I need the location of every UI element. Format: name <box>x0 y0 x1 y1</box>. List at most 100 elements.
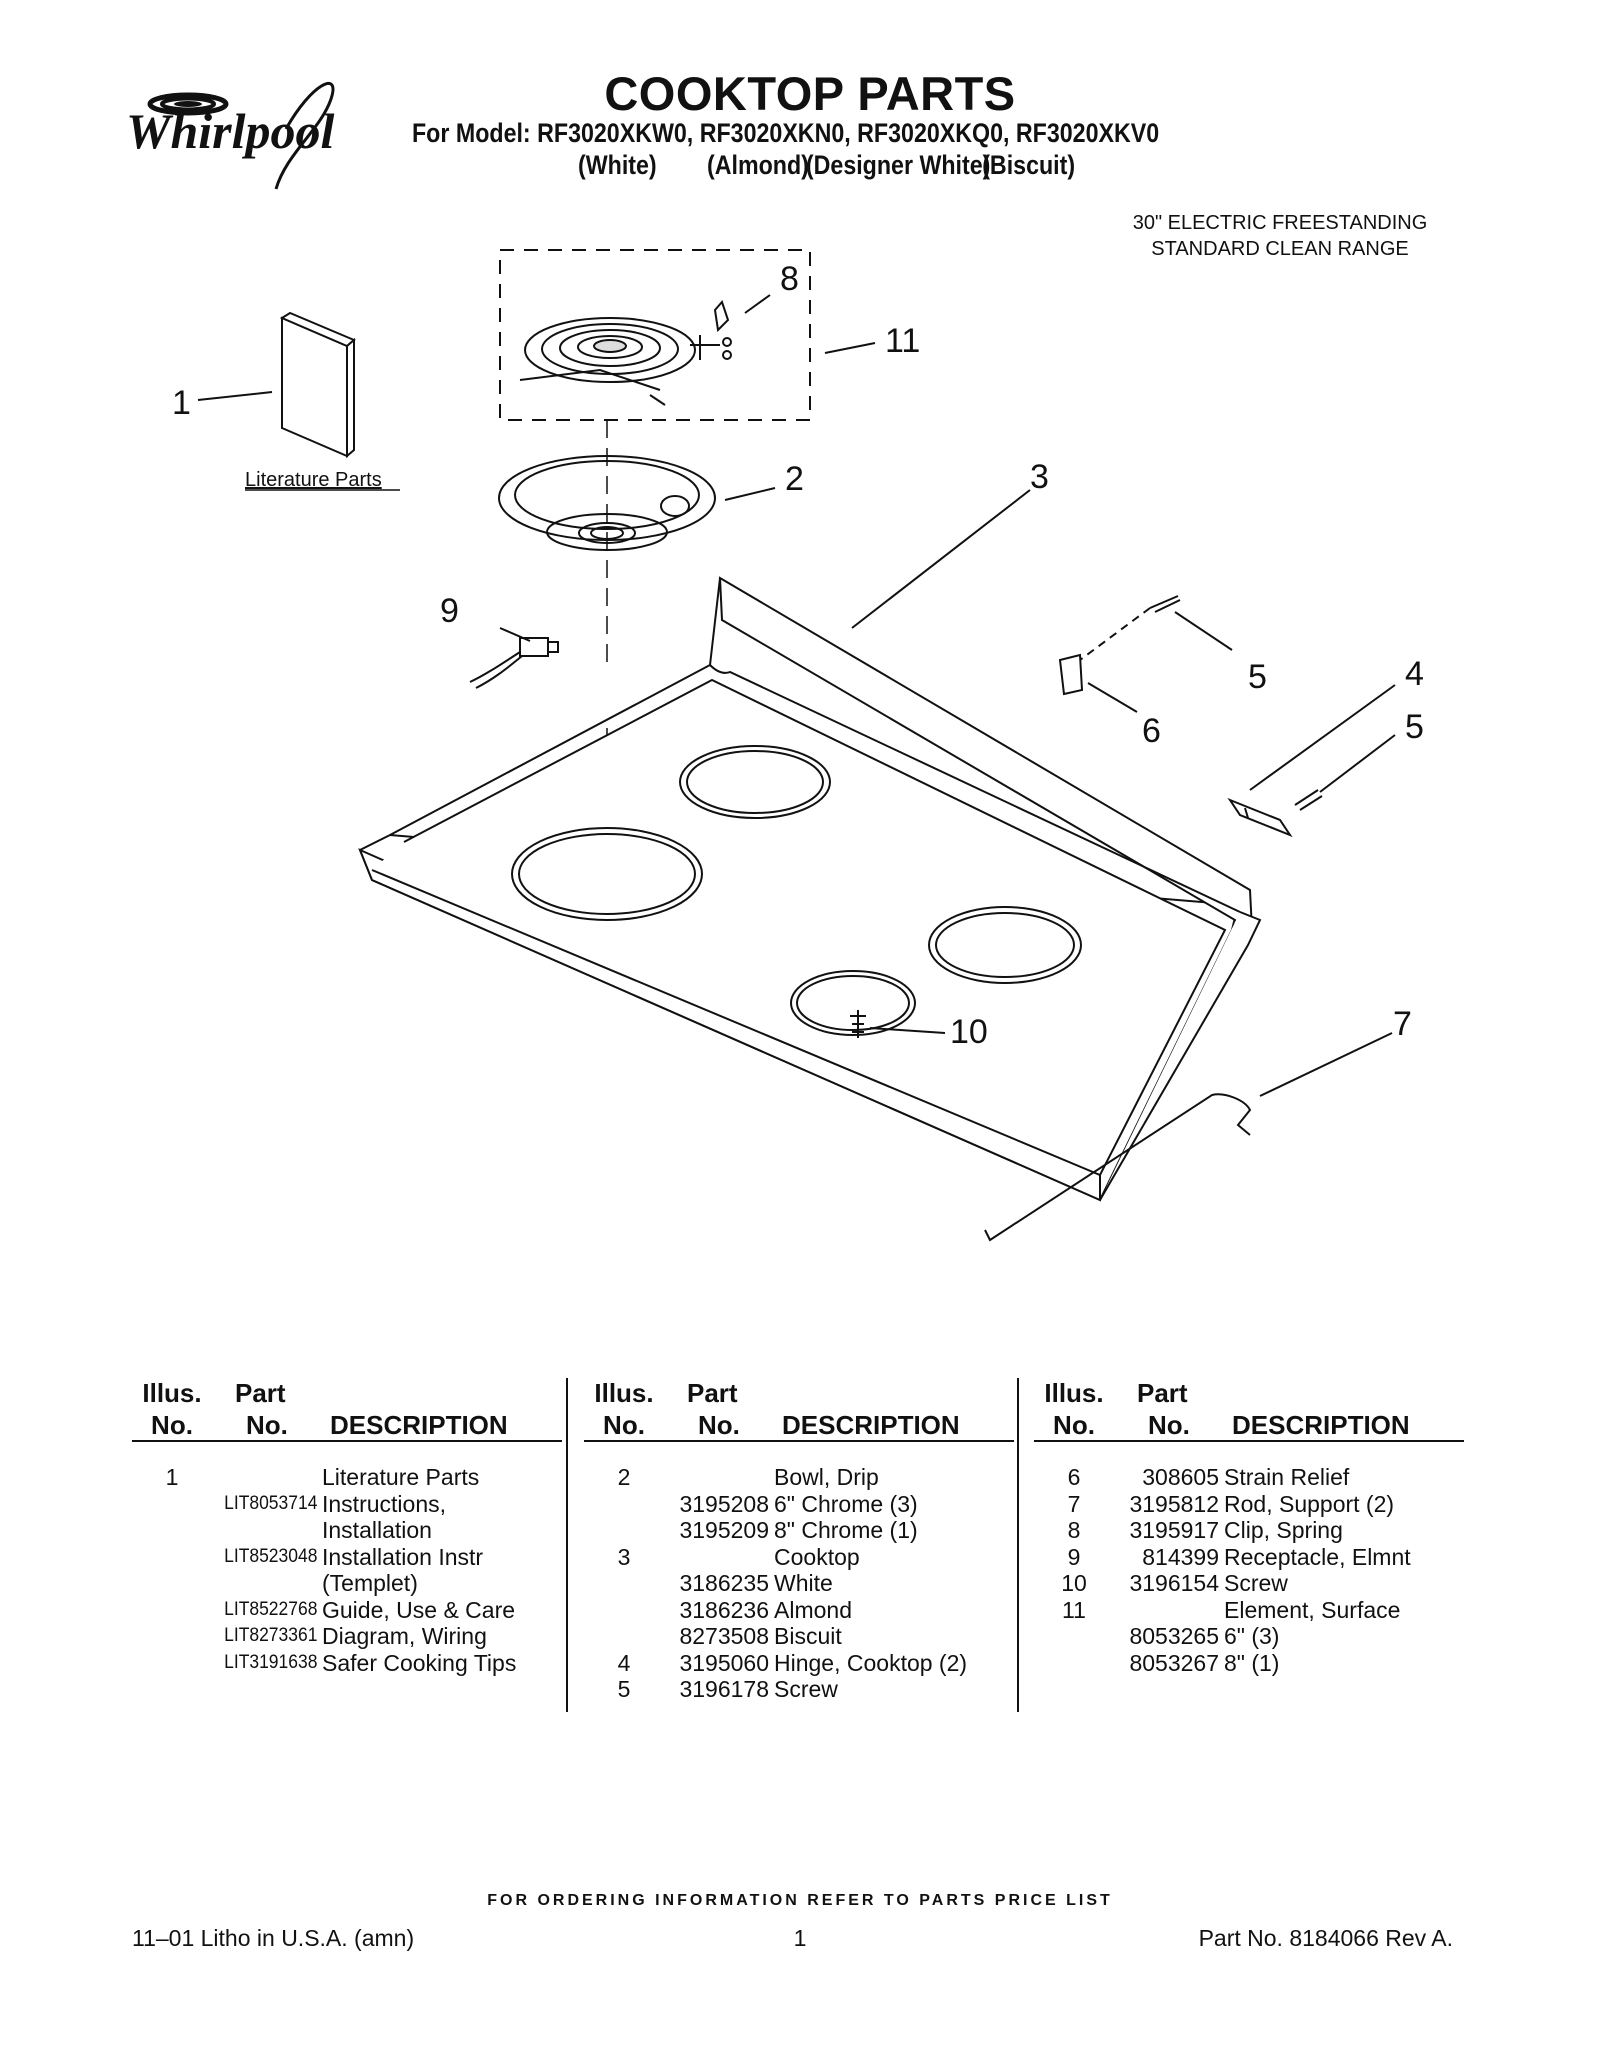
illus-number: 3 <box>617 1543 631 1570</box>
document-part-number: Part No. 8184066 Rev A. <box>1198 1925 1453 1951</box>
illus-number: 4 <box>617 1649 631 1676</box>
callout-1: 1 <box>172 384 191 422</box>
burner-openings <box>511 745 1082 1036</box>
support-rod <box>984 1093 1252 1242</box>
table-row: (Templet) <box>132 1570 562 1597</box>
illus-number: 2 <box>617 1464 631 1490</box>
illus-number: 6 <box>1067 1464 1081 1490</box>
receptacle-element <box>469 637 559 689</box>
page-title: COOKTOP PARTS <box>604 67 1016 120</box>
callout-8: 8 <box>780 260 799 298</box>
callout-3: 3 <box>1030 458 1049 496</box>
parts-table-col2: Illus. No. Part No. DESCRIPTION 2 Bowl, D… <box>584 1378 1014 1703</box>
table-header: Illus. No. Part No. DESCRIPTION <box>1034 1378 1464 1442</box>
surface-element <box>519 317 732 406</box>
logo-wordmark: Whirlpool <box>126 103 335 159</box>
table-row: Installation <box>132 1517 562 1544</box>
callout-7: 7 <box>1393 1005 1412 1043</box>
cooktop-screw <box>850 1010 866 1038</box>
part-description: Hinge, Cooktop (2) <box>774 1649 968 1676</box>
part-description: Biscuit <box>774 1623 842 1649</box>
page-number: 1 <box>793 1925 807 1951</box>
part-number: 8053267 <box>1129 1649 1219 1676</box>
table-divider <box>1017 1378 1019 1712</box>
table-header: Illus. No. Part No. DESCRIPTION <box>132 1378 562 1442</box>
part-description: Guide, Use & Care <box>322 1596 516 1623</box>
part-description: (Templet) <box>322 1570 418 1596</box>
surface-element-box <box>499 249 811 421</box>
part-number: 3195812 <box>1129 1490 1219 1517</box>
color-designer-white: (Designer White) <box>805 150 991 180</box>
color-almond: (Almond) <box>707 150 809 180</box>
part-description: 8" (1) <box>1224 1649 1280 1676</box>
spring-clip <box>713 300 730 333</box>
callout-5-upper: 5 <box>1248 658 1267 696</box>
part-description: Instructions, <box>322 1490 446 1517</box>
part-description: 6" Chrome (3) <box>774 1490 918 1517</box>
illus-number: 10 <box>1061 1570 1087 1596</box>
part-number: LIT8053714 <box>223 1492 317 1514</box>
part-description: 8" Chrome (1) <box>774 1517 918 1543</box>
part-number: LIT8523048 <box>223 1545 317 1567</box>
range-type-line2: STANDARD CLEAN RANGE <box>1151 238 1409 260</box>
part-number: 8053265 <box>1129 1623 1219 1649</box>
illus-number: 1 <box>165 1464 179 1490</box>
cooktop-hinge <box>1227 797 1293 838</box>
callout-6: 6 <box>1142 712 1161 750</box>
part-number: 308605 <box>1142 1464 1219 1490</box>
part-number: 3186235 <box>679 1570 769 1596</box>
part-description: Diagram, Wiring <box>322 1623 487 1649</box>
part-description: Clip, Spring <box>1224 1517 1343 1543</box>
illus-number: 11 <box>1062 1596 1086 1623</box>
litho-info: 11–01 Litho in U.S.A. (amn) <box>132 1925 415 1951</box>
part-description: White <box>774 1570 833 1596</box>
part-description: 6" (3) <box>1224 1623 1280 1649</box>
callout-11: 11 <box>885 322 920 360</box>
screw-lower <box>1294 789 1323 811</box>
range-type-line1: 30" ELECTRIC FREESTANDING <box>1132 212 1428 234</box>
illus-number: 9 <box>1067 1543 1081 1570</box>
exploded-parts-diagram: 1 2 3 4 5 5 6 7 8 9 10 11 Literature Par… <box>172 249 1424 1242</box>
part-number: 3196154 <box>1129 1570 1219 1596</box>
part-description: Strain Relief <box>1224 1464 1350 1490</box>
cooktop <box>358 576 1262 1202</box>
part-number: LIT3191638 <box>223 1651 317 1673</box>
strain-relief <box>1058 653 1084 696</box>
part-number: LIT8273361 <box>223 1625 317 1646</box>
part-number: 814399 <box>1142 1543 1219 1570</box>
callout-5-lower: 5 <box>1405 708 1424 746</box>
ordering-note: FOR ORDERING INFORMATION REFER TO PARTS … <box>487 1892 1113 1909</box>
part-description: Bowl, Drip <box>774 1464 879 1490</box>
callout-2: 2 <box>785 460 804 498</box>
part-description: Receptacle, Elmnt <box>1224 1543 1411 1570</box>
part-description: Literature Parts <box>322 1464 480 1490</box>
whirlpool-logo: Whirlpool <box>126 81 335 190</box>
callout-4: 4 <box>1405 655 1424 693</box>
model-colors: (White)(Almond)(Designer White)(Biscuit) <box>578 150 1075 181</box>
part-description: Installation Instr <box>322 1543 484 1570</box>
callout-10: 10 <box>950 1013 988 1051</box>
table-header: Illus. No. Part No. DESCRIPTION <box>584 1378 1014 1442</box>
part-number: 3195209 <box>679 1517 769 1543</box>
